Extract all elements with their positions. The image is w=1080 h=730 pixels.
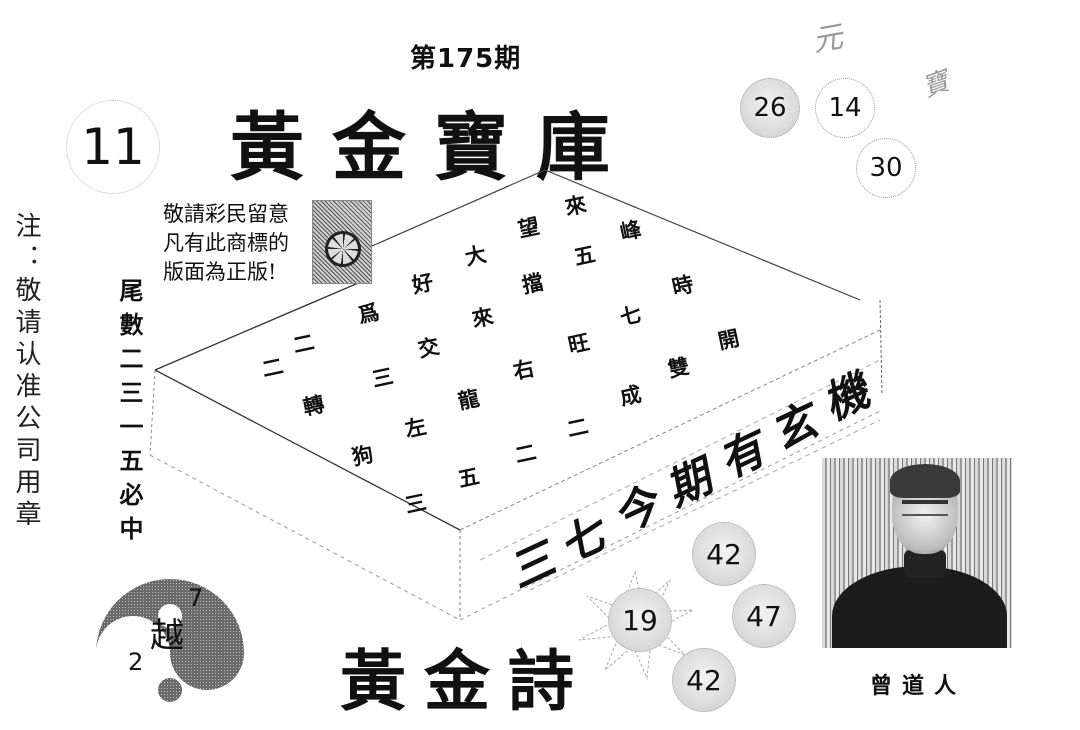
ball-value: 47 (746, 599, 782, 633)
notice-line: 敬請彩民留意 (163, 202, 289, 226)
yin-yang-icon (95, 578, 245, 728)
ball-value: 30 (869, 153, 903, 183)
ball-value: 42 (686, 663, 722, 697)
starburst-icon (578, 570, 694, 680)
left-note: 注：敬请认准公司用章 (11, 212, 41, 532)
corner-number-circle: 11 (66, 100, 160, 194)
number-ball: 47 (732, 584, 796, 648)
ball-value: 26 (753, 93, 787, 123)
portrait-caption: 曾道人 (870, 673, 967, 699)
yin-yang-top-number: 7 (188, 584, 204, 612)
main-title: 黃金寶庫 (230, 105, 638, 191)
portrait-photo (822, 458, 1012, 648)
yin-yang-bottom-number: 2 (128, 648, 144, 676)
issue-label: 第175期 (410, 44, 522, 74)
number-ball: 14 (815, 78, 875, 138)
wheel-trademark-icon (312, 200, 372, 284)
number-ball: 26 (740, 78, 800, 138)
ball-value: 14 (828, 93, 862, 123)
poem-title: 黃金詩 (340, 642, 592, 720)
corner-number: 11 (81, 118, 145, 176)
tail-number-note: 尾數二三一五必中 (115, 278, 144, 550)
notice-line: 凡有此商標的 (163, 231, 289, 255)
number-ball: 30 (856, 138, 916, 198)
ball-value: 19 (622, 603, 658, 637)
number-ball: 42 (672, 648, 736, 712)
number-ball: 19 (608, 588, 672, 652)
yin-yang-center-char: 越 (150, 616, 184, 656)
number-ball: 42 (692, 522, 756, 586)
authenticity-notice: 敬請彩民留意 凡有此商標的 版面為正版! (163, 200, 303, 287)
notice-line: 版面為正版! (163, 260, 277, 284)
ball-value: 42 (706, 537, 742, 571)
